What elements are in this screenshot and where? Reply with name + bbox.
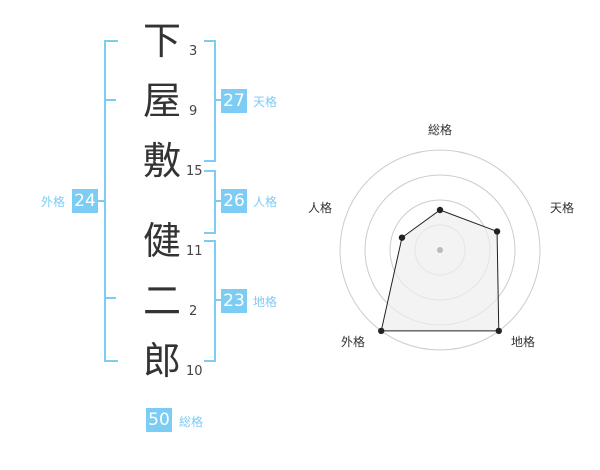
name-char-2: 屋 [143, 79, 182, 123]
soukaku-label: 総格 [179, 415, 204, 429]
tenkaku-score: 27 [221, 89, 247, 113]
jinkaku-label: 人格 [253, 195, 278, 209]
radar-axis-label-soukaku: 総格 [428, 123, 453, 137]
tenkaku-label: 天格 [253, 95, 278, 109]
chikaku-connector [216, 299, 222, 301]
gaikaku-inner-tick-top [106, 99, 116, 101]
name-char-1: 下 [143, 19, 182, 63]
stroke-count-2: 9 [189, 104, 198, 119]
jinkaku-bracket [204, 170, 216, 234]
stroke-count-6: 10 [186, 364, 203, 379]
gaikaku-score: 24 [72, 189, 98, 213]
radar-axis-label-tenkaku: 天格 [550, 201, 575, 215]
chikaku-bracket [204, 240, 216, 362]
radar-center [437, 247, 443, 253]
radar-point-1 [436, 206, 444, 214]
radar-point-2 [493, 228, 501, 235]
tenkaku-connector [216, 99, 222, 101]
stroke-count-1: 3 [189, 44, 198, 59]
gaikaku-inner-tick-bottom [106, 297, 116, 299]
name-char-3: 敷 [143, 139, 182, 183]
tenkaku-bracket [204, 40, 216, 162]
radar-point-4 [378, 327, 385, 335]
radar-axis-label-gaikaku: 外格 [341, 335, 366, 349]
name-char-4: 健 [143, 219, 182, 263]
chikaku-score: 23 [221, 289, 247, 313]
radar-axis-label-chikaku: 地格 [511, 335, 536, 349]
gaikaku-bracket [104, 40, 118, 362]
chikaku-label: 地格 [253, 295, 278, 309]
name-char-5: 二 [143, 279, 182, 323]
stroke-count-3: 15 [186, 164, 203, 179]
stroke-count-5: 2 [189, 304, 198, 319]
soukaku-score: 50 [146, 408, 172, 432]
radar-series-polygon [380, 209, 500, 332]
radar-point-3 [495, 327, 502, 335]
stroke-count-4: 11 [186, 244, 203, 259]
jinkaku-connector [216, 200, 222, 202]
radar-point-5 [398, 234, 406, 241]
radar-axis-label-jinkaku: 人格 [308, 201, 333, 215]
name-char-6: 郎 [143, 339, 182, 383]
gaikaku-label: 外格 [41, 195, 66, 209]
gaikaku-connector [98, 200, 104, 202]
jinkaku-score: 26 [221, 189, 247, 213]
